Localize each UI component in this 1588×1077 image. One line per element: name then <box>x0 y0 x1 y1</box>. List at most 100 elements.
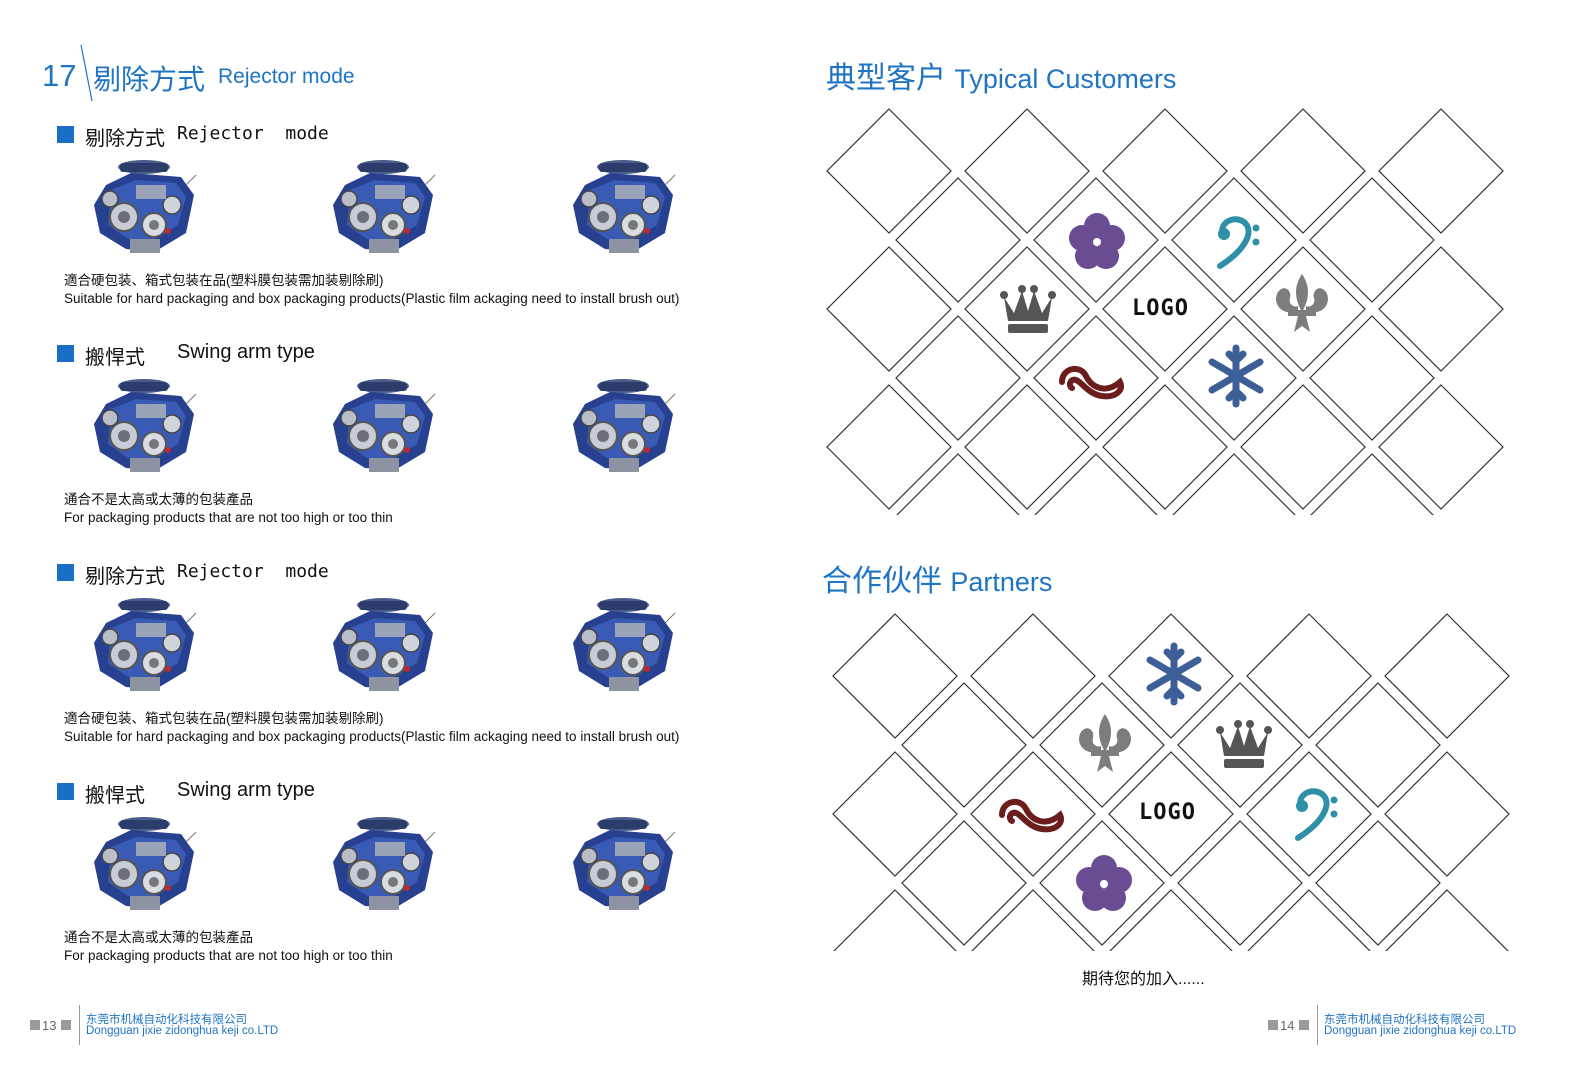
engine-image <box>86 374 201 479</box>
diamond-cell <box>833 889 957 951</box>
diamond-cell <box>971 889 1095 951</box>
diamond-cell <box>964 246 1090 372</box>
diamond-cell <box>1034 453 1158 515</box>
partners-title-cn: 合作伙伴 <box>822 565 942 598</box>
engine-image <box>325 812 440 917</box>
footer-company-en: Dongguan jixie zidonghua keji co.LTD <box>86 1025 279 1037</box>
bass-clef-logo-icon <box>1295 788 1338 841</box>
engine-image <box>565 812 680 917</box>
diamond-cell <box>895 177 1021 303</box>
diamond-cell <box>1039 682 1165 808</box>
diamond-cell <box>1102 384 1228 510</box>
caption-en: Suitable for hard packaging and box pack… <box>64 291 680 306</box>
section-divider <box>80 44 93 102</box>
block-title-en: Rejector mode <box>177 561 329 582</box>
diamond-cell <box>964 108 1090 234</box>
diamond-cell <box>826 108 952 234</box>
diamond-cell <box>1385 889 1509 951</box>
diamond-cell <box>1102 246 1228 372</box>
diamond-cell <box>1384 613 1510 739</box>
section-title-en: Rejector mode <box>218 65 355 88</box>
flower-logo-icon <box>1076 855 1132 911</box>
block-title-cn: 剔除方式 <box>85 566 165 588</box>
diamond-cell <box>1172 453 1296 515</box>
diamond-cell <box>1240 108 1366 234</box>
engine-image <box>325 374 440 479</box>
logo-placeholder-text: LOGO <box>1132 296 1189 321</box>
logo-placeholder-text: LOGO <box>1139 800 1196 825</box>
diamond-cell <box>1310 453 1434 515</box>
footer-page-number: 14 <box>1280 1018 1295 1033</box>
customers-diamond-grid <box>826 108 1504 515</box>
block-title-cn: 剔除方式 <box>85 128 165 150</box>
footer-divider <box>1317 1005 1318 1045</box>
diamond-cell <box>1378 108 1504 234</box>
caption-cn: 通合不是太高或太薄的包装產品 <box>64 492 253 507</box>
footer-square <box>61 1020 71 1030</box>
diamond-cell <box>1247 889 1371 951</box>
partners-title: 合作伙伴 Partners <box>822 556 1052 600</box>
flower-logo-icon <box>1069 213 1125 269</box>
footer-divider <box>79 1005 80 1045</box>
diamond-cell <box>1246 751 1372 877</box>
diamond-cell <box>1378 384 1504 510</box>
engine-image <box>325 593 440 698</box>
diamond-cell <box>970 613 1096 739</box>
diamond-cell <box>826 384 952 510</box>
diamond-cell <box>1171 177 1297 303</box>
bullet-square <box>57 345 74 362</box>
caption-en: For packaging products that are not too … <box>64 510 393 525</box>
caption-cn: 適合硬包装、箱式包装在品(塑料膜包装需加装剔除刷) <box>64 273 384 288</box>
block-title-en: Swing arm type <box>177 341 315 363</box>
bass-clef-logo-icon <box>1217 216 1260 269</box>
diamond-cell <box>1177 820 1303 946</box>
diamond-cell <box>901 820 1027 946</box>
diamond-cell <box>1109 889 1233 951</box>
diamond-cell <box>1039 820 1165 946</box>
caption-cn: 適合硬包装、箱式包装在品(塑料膜包装需加装剔除刷) <box>64 711 384 726</box>
join-us-text: 期待您的加入...... <box>1082 971 1205 988</box>
footer-company-cn: 东莞市机械自动化科技有限公司 <box>1324 1014 1485 1026</box>
footer-square <box>30 1020 40 1030</box>
footer-page-number: 13 <box>42 1018 57 1033</box>
engine-image <box>325 155 440 260</box>
swirl-logo-icon <box>1059 365 1124 400</box>
block-title-en: Rejector mode <box>177 123 329 144</box>
partners-title-en: Partners <box>950 567 1053 597</box>
fleur-de-lis-logo-icon <box>1079 714 1131 772</box>
diamond-cell <box>826 246 952 372</box>
diamond-cell <box>1171 315 1297 441</box>
customers-title-en: Typical Customers <box>954 64 1177 94</box>
engine-image <box>565 593 680 698</box>
diamond-cell <box>901 682 1027 808</box>
diamond-cell <box>1384 751 1510 877</box>
diamond-cell <box>1309 315 1435 441</box>
caption-cn: 通合不是太高或太薄的包装產品 <box>64 930 253 945</box>
diamond-cell <box>1309 177 1435 303</box>
block-title-cn: 搬悍式 <box>85 347 145 369</box>
diamond-cell <box>832 751 958 877</box>
diamond-cell <box>964 384 1090 510</box>
engine-image <box>86 593 201 698</box>
diamond-cell <box>1108 751 1234 877</box>
diamond-cell <box>970 751 1096 877</box>
bullet-square <box>57 564 74 581</box>
bullet-square <box>57 783 74 800</box>
block-title-cn: 搬悍式 <box>85 785 145 807</box>
section-title-cn: 剔除方式 <box>93 64 206 95</box>
diamond-cell <box>1378 246 1504 372</box>
diamond-cell <box>1033 315 1159 441</box>
crown-logo-icon <box>1216 720 1272 768</box>
snowflake-logo-icon <box>1208 344 1264 408</box>
footer-square <box>1299 1020 1309 1030</box>
footer-company-cn: 东莞市机械自动化科技有限公司 <box>86 1014 247 1026</box>
diamond-cell <box>832 613 958 739</box>
bullet-square <box>57 126 74 143</box>
engine-image <box>565 155 680 260</box>
diamond-cell <box>896 453 1020 515</box>
customers-title-cn: 典型客户 <box>826 62 946 95</box>
diamond-cell <box>1177 682 1303 808</box>
diamond-cell <box>1102 108 1228 234</box>
crown-logo-icon <box>1000 285 1056 333</box>
diamond-cell <box>1240 246 1366 372</box>
